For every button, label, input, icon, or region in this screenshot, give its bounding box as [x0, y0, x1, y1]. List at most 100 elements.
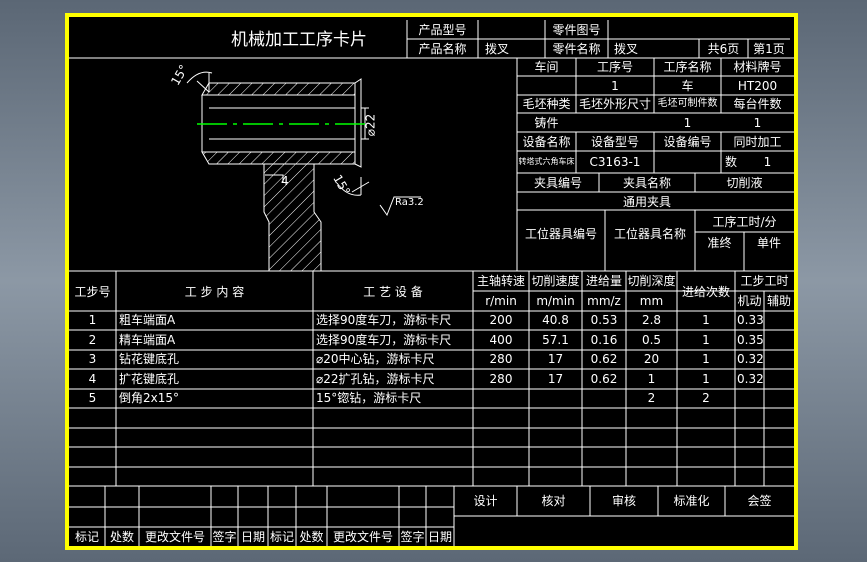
op-no-value: 1: [611, 79, 619, 93]
row-4-equip: ⌀22扩孔钻，游标卡尺: [316, 371, 435, 386]
grid-lines: [69, 20, 794, 546]
footer-mark-1: 标记: [74, 530, 99, 544]
row-4-feed: 0.62: [590, 371, 618, 386]
process-card-sheet: 机械加工工序卡片 产品型号 产品名称 拨叉 零件图号 零件名称 拨叉 共6页 第…: [65, 13, 798, 550]
row-2-no: 2: [88, 332, 97, 347]
card-title: 机械加工工序卡片: [231, 30, 367, 50]
part-drawing: [186, 71, 421, 272]
equip-no-label: 设备编号: [663, 135, 712, 149]
row-2-feed: 0.16: [590, 332, 618, 347]
row-3-depth: 20: [643, 352, 660, 366]
header-step-time: 工步工时: [740, 274, 789, 288]
unit-depth: mm: [639, 294, 664, 308]
op-name-label: 工序名称: [663, 60, 712, 74]
row-3-equip: ⌀20中心钻，游标卡尺: [316, 352, 435, 366]
row-4-speed: 280: [489, 371, 513, 386]
footer-date-2: 日期: [427, 530, 452, 544]
row-3-feed: 0.62: [590, 352, 618, 366]
diameter-dimension: ⌀22: [363, 113, 378, 137]
roughness-value: Ra3.2: [395, 197, 424, 208]
row-4-passes: 1: [702, 371, 710, 386]
row-3-time: 0.32: [737, 352, 764, 366]
blank-count-label: 毛坯可制件数: [657, 98, 718, 109]
equip-model-label: 设备型号: [590, 135, 639, 149]
material-value: HT200: [737, 79, 778, 93]
row-1-passes: 1: [702, 313, 710, 327]
row-4-content: 扩花键底孔: [119, 371, 180, 386]
row-1-feed: 0.53: [590, 313, 618, 327]
equip-name-value: 转塔式六角车床: [518, 157, 575, 166]
row-1-equip: 选择90度车刀，游标卡尺: [316, 313, 452, 327]
row-3-passes: 1: [702, 352, 710, 366]
equip-model-value: C3163-1: [589, 155, 641, 169]
part-drawing-label: 零件图号: [552, 23, 601, 37]
product-name-label: 产品名称: [418, 42, 467, 56]
row-2-cut: 57.1: [542, 332, 569, 347]
header-step-no: 工步号: [74, 285, 111, 299]
part-name-value: 拨叉: [614, 42, 639, 56]
per-unit-label: 每台件数: [733, 97, 782, 111]
unit-spindle-speed: r/min: [485, 294, 517, 308]
row-2-passes: 1: [702, 332, 710, 347]
station-no-label: 工位器具编号: [524, 227, 597, 241]
footer-doc-2: 更改文件号: [332, 530, 393, 544]
row-1-depth: 2.8: [641, 313, 662, 327]
per-unit-value: 1: [753, 116, 762, 130]
footer-review: 审核: [611, 494, 636, 508]
header-step-content: 工 步 内 容: [184, 285, 245, 299]
footer-standard: 标准化: [673, 494, 710, 508]
fixture-name-label: 夹具名称: [622, 176, 671, 190]
header-depth: 切削深度: [627, 274, 676, 288]
footer-signature-1: 签字: [212, 530, 237, 544]
footer-date-1: 日期: [240, 530, 265, 544]
unit-machine-time: 机动: [737, 294, 762, 308]
row-4-depth: 1: [647, 371, 656, 386]
row-1-content: 粗车端面A: [119, 313, 176, 327]
total-pages: 共6页: [707, 42, 740, 56]
chamfer-dimension: 4: [281, 174, 289, 188]
product-name-value: 拨叉: [485, 42, 510, 56]
fixture-no-label: 夹具编号: [533, 176, 582, 190]
row-1-time: 0.33: [737, 313, 764, 327]
footer-mark-2: 标记: [269, 530, 294, 544]
footer-doc-1: 更改文件号: [144, 530, 205, 544]
header-equipment: 工 艺 设 备: [363, 285, 423, 299]
blank-type-label: 毛坯种类: [522, 97, 571, 111]
blank-type-value: 铸件: [534, 116, 559, 130]
row-2-equip: 选择90度车刀，游标卡尺: [316, 332, 452, 347]
row-3-content: 钻花键底孔: [119, 352, 180, 366]
row-4-cut: 17: [547, 371, 564, 386]
part-name-label: 零件名称: [552, 42, 601, 56]
fixture-name-value: 通用夹具: [622, 195, 671, 209]
op-time-label: 工序工时/分: [712, 215, 777, 229]
row-1-no: 1: [88, 313, 97, 327]
row-2-time: 0.35: [737, 332, 764, 347]
header-cutting-speed: 切削速度: [531, 274, 580, 288]
simul-count-label: 数: [724, 155, 737, 169]
material-label: 材料牌号: [733, 60, 782, 74]
card-grid: [69, 20, 794, 546]
row-5-passes: 2: [702, 391, 710, 405]
product-model-label: 产品型号: [418, 23, 467, 37]
row-5-depth: 2: [647, 391, 656, 405]
footer-count-1: 处数: [109, 530, 134, 544]
row-3-cut: 17: [547, 352, 564, 366]
op-name-value: 车: [681, 79, 694, 93]
equip-name-label: 设备名称: [522, 135, 571, 149]
unit-feed: mm/z: [587, 294, 621, 308]
row-4-time: 0.32: [737, 371, 764, 386]
row-1-speed: 200: [489, 313, 513, 327]
unit-aux-time: 辅助: [766, 294, 791, 308]
row-2-speed: 400: [489, 332, 513, 347]
header-spindle-speed: 主轴转速: [476, 274, 525, 288]
op-no-label: 工序号: [596, 60, 633, 74]
footer-signature-2: 签字: [400, 530, 425, 544]
blank-dim-label: 毛坯外形尺寸: [578, 97, 651, 111]
workshop-label: 车间: [534, 60, 559, 74]
row-5-no: 5: [88, 391, 97, 405]
simul-label: 同时加工: [733, 135, 782, 149]
row-5-content: 倒角2x15°: [119, 391, 180, 405]
row-3-speed: 280: [489, 352, 513, 366]
footer-check: 核对: [541, 494, 566, 508]
prep-time-label: 准终: [707, 236, 732, 250]
